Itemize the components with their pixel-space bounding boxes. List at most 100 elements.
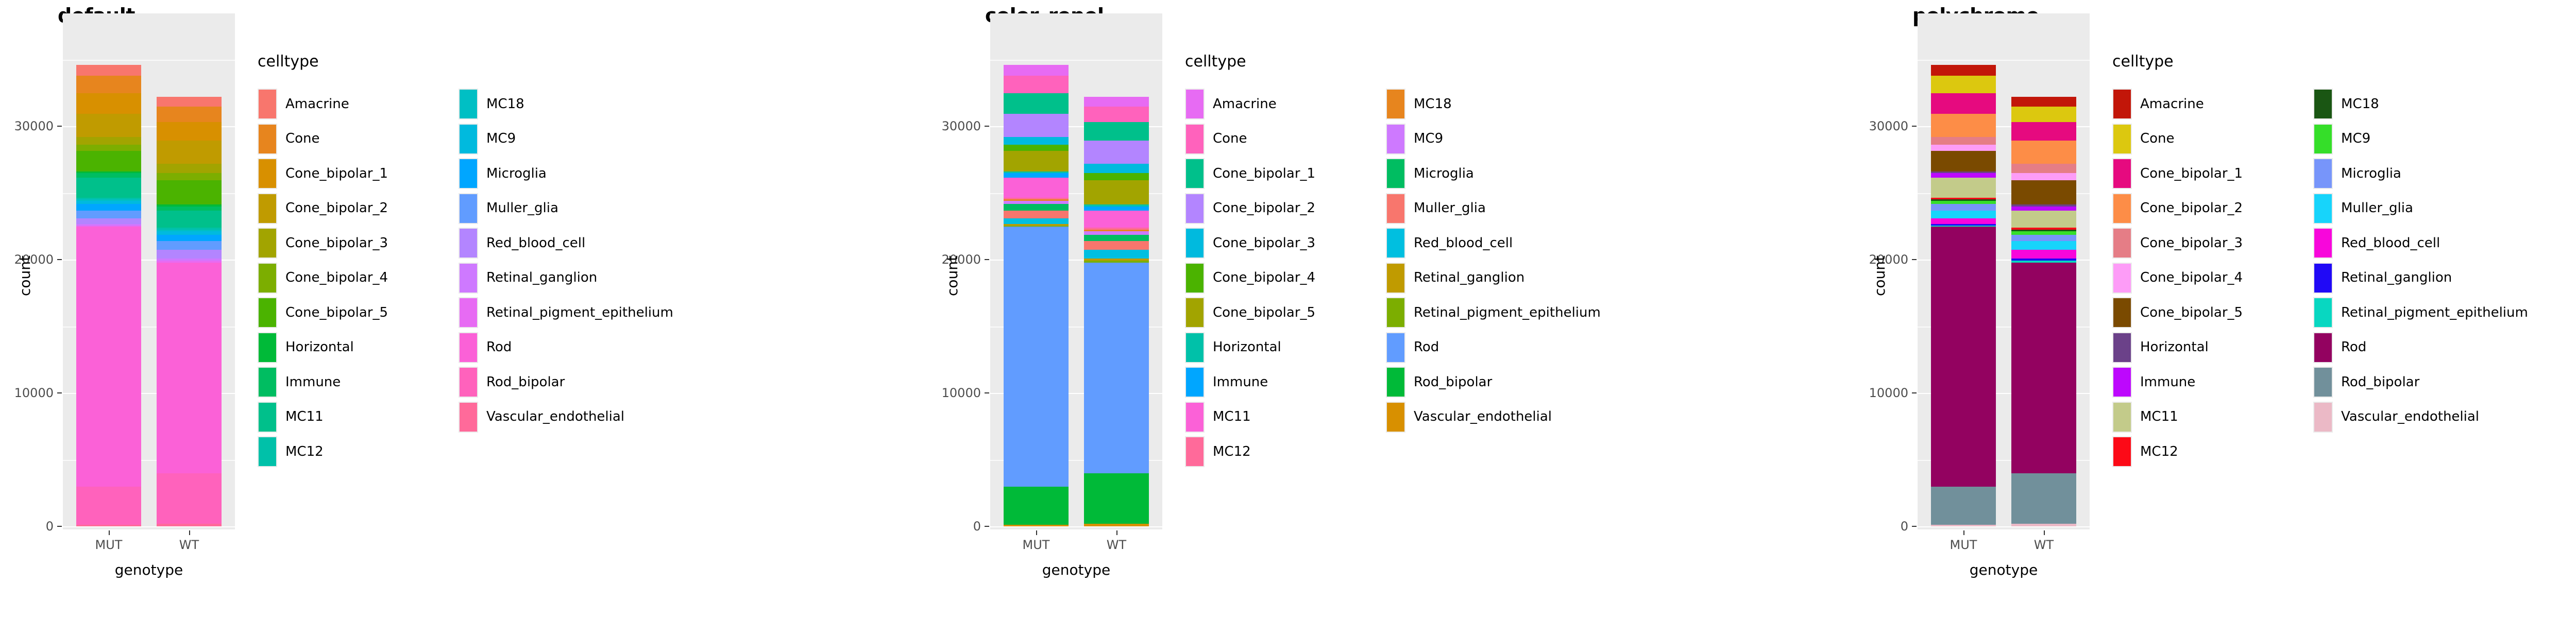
legend-item-label: Retinal_ganglion: [2341, 270, 2452, 286]
legend-item-label: Rod_bipolar: [2341, 374, 2420, 390]
y-axis-tick-mark: [57, 126, 62, 127]
gridline-major: [63, 126, 235, 128]
legend-color-swatch: [2314, 124, 2332, 153]
x-axis-tick-mark: [1116, 530, 1117, 535]
bar-segment: [1004, 218, 1069, 224]
bar-segment: [1084, 122, 1149, 141]
bar-segment: [2011, 262, 2076, 473]
bar-segment: [1084, 141, 1149, 164]
bar-segment: [76, 93, 141, 114]
legend-key-background: [2112, 123, 2132, 154]
x-axis-tick-label: WT: [2033, 538, 2054, 552]
legend-key-background: [2313, 123, 2333, 154]
bar-segment: [2011, 122, 2076, 141]
bar-segment: [1004, 64, 1069, 76]
legend-color-swatch: [2314, 194, 2332, 223]
gridline-major: [990, 393, 1162, 394]
bar-segment: [1084, 231, 1149, 235]
legend-key-background: [258, 262, 277, 294]
bar-segment: [1931, 150, 1996, 171]
legend-key-background: [2112, 193, 2132, 224]
legend-key-background: [1386, 158, 1405, 189]
legend-item-label: Retinal_ganglion: [1414, 270, 1525, 286]
bar-segment: [157, 250, 222, 259]
legend-color-swatch: [1186, 437, 1204, 466]
y-axis-tick-label: 30000: [941, 119, 981, 134]
bar-segment: [157, 228, 222, 230]
legend-key-background: [1386, 123, 1405, 154]
bar-segment: [76, 225, 141, 227]
bar-mut: [1931, 64, 1996, 526]
legend-key-background: [258, 367, 277, 398]
legend-key-background: [1386, 228, 1405, 259]
legend-key-background: [1185, 262, 1205, 294]
y-axis-tick-label: 0: [45, 519, 54, 534]
y-axis-title: count: [1871, 255, 1888, 296]
y-axis-tick-mark: [985, 526, 989, 527]
legend-key-background: [1185, 367, 1205, 398]
x-axis-tick-mark: [109, 530, 110, 535]
legend-item-label: Muller_glia: [486, 200, 558, 216]
legend-item-label: MC18: [2341, 96, 2379, 112]
x-axis-tick-label: MUT: [95, 538, 123, 552]
bar-segment: [2011, 211, 2076, 228]
x-axis-tick-label: WT: [1106, 538, 1127, 552]
legend-color-swatch: [259, 298, 276, 327]
legend-item-label: MC12: [285, 443, 324, 459]
legend-key-background: [2313, 262, 2333, 294]
gridline-minor: [1918, 193, 2090, 194]
legend-item-label: Red_blood_cell: [2341, 235, 2441, 251]
gridline-major: [63, 393, 235, 394]
legend-color-swatch: [460, 124, 477, 153]
bar-segment: [1084, 250, 1149, 259]
bar-segment: [157, 235, 222, 241]
legend-key-background: [2313, 332, 2333, 363]
legend-color-swatch: [1186, 159, 1204, 188]
y-axis-tick-mark: [1912, 259, 1917, 261]
bar-segment: [1084, 173, 1149, 180]
bar-segment: [1931, 144, 1996, 151]
bar-segment: [76, 173, 141, 178]
legend-color-swatch: [460, 194, 477, 223]
legend-item-label: Cone_bipolar_2: [1213, 200, 1316, 216]
legend-key-background: [2313, 228, 2333, 259]
legend-color-swatch: [1186, 194, 1204, 223]
legend-item-label: MC18: [1414, 96, 1452, 112]
legend-item-label: Cone_bipolar_3: [2140, 235, 2243, 251]
bar-segment: [1931, 224, 1996, 226]
bar-segment: [76, 224, 141, 226]
bar-segment: [1931, 171, 1996, 173]
bar-segment: [1004, 177, 1069, 198]
bar-segment: [2011, 250, 2076, 259]
legend-key-background: [1386, 262, 1405, 294]
legend-color-swatch: [1387, 368, 1404, 397]
gridline-major: [990, 126, 1162, 128]
legend-color-swatch: [259, 263, 276, 293]
legend-item-label: Cone_bipolar_3: [1213, 235, 1316, 251]
bar-segment: [2011, 164, 2076, 174]
legend-color-swatch: [1186, 402, 1204, 432]
legend-color-swatch: [460, 402, 477, 432]
legend-key-background: [459, 367, 478, 398]
legend-key-background: [258, 193, 277, 224]
legend-item-label: Cone_bipolar_5: [1213, 304, 1316, 320]
legend-item-label: Amacrine: [1213, 96, 1277, 112]
legend-key-background: [2112, 262, 2132, 294]
bar-segment: [2011, 231, 2076, 235]
gridline-minor: [63, 459, 235, 461]
legend-color-swatch: [1186, 124, 1204, 153]
bar-segment: [1084, 228, 1149, 230]
legend-item-label: Immune: [285, 374, 341, 390]
x-axis-title: genotype: [1042, 561, 1111, 578]
legend-key-background: [1386, 332, 1405, 363]
bar-segment: [76, 64, 141, 76]
legend-color-swatch: [460, 333, 477, 362]
legend-color-swatch: [2113, 263, 2131, 293]
legend-key-background: [2313, 158, 2333, 189]
legend-key-background: [459, 262, 478, 294]
legend-item-label: Immune: [1213, 374, 1268, 390]
legend-key-background: [2112, 436, 2132, 467]
bar-segment: [1084, 235, 1149, 241]
legend-color-swatch: [259, 402, 276, 432]
legend-item-label: Red_blood_cell: [486, 235, 586, 251]
